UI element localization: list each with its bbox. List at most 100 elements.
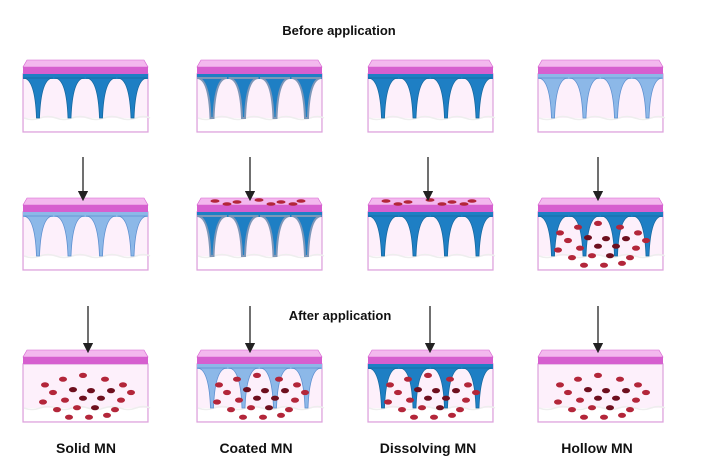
drug-particle [576,245,584,251]
drug-particle [232,200,242,204]
slab-top [196,59,323,68]
drug-particle [222,202,232,206]
microneedle [600,215,632,257]
microneedle [430,367,462,409]
dermis-layer [369,118,492,131]
drug-particle [381,199,391,203]
drug-particle [406,397,414,403]
microneedle [291,215,322,257]
drug-particle [442,395,450,401]
drug-particle [622,388,630,394]
drug-particle [456,407,464,413]
drug-particle [556,382,564,388]
slab-top [367,59,494,68]
title-after-application: After application [288,308,392,323]
slab-top [22,197,149,206]
drug-particle [432,388,440,394]
drug-particle [398,407,406,413]
drug-particle [49,389,57,396]
drug-particle [642,389,650,396]
drug-particle [574,224,582,230]
drug-particle [448,412,456,418]
microneedle [569,215,600,257]
drug-particle [414,387,422,393]
microneedle [537,77,569,119]
drug-particle [254,198,264,202]
drug-particle [437,202,447,206]
drug-particle [612,243,620,249]
drug-particle [425,198,435,202]
dermis-layer [24,256,147,269]
microneedle [399,367,430,409]
panel-2-2 [367,349,496,423]
drug-particle [111,407,119,413]
needle-base [23,212,148,217]
drug-particle [588,405,596,411]
slab-top [367,349,494,358]
microneedle [117,77,148,119]
drug-particle [588,253,596,259]
slab-top [22,349,149,358]
microneedle [117,215,148,257]
microneedle [430,77,462,119]
slab-band [368,67,493,74]
drug-particle [281,388,289,394]
panel-0-0 [22,59,151,133]
drug-particle [210,199,220,203]
drug-particle [403,200,413,204]
drug-particle [39,399,47,405]
microneedle [259,215,291,257]
drug-particle [556,230,564,236]
drug-particle [97,395,105,401]
drug-particle [103,412,111,418]
needle-base [538,74,663,79]
needle-base [197,74,322,79]
drug-particle [554,247,562,253]
microneedle [228,77,259,119]
drug-particle [467,199,477,203]
microneedle [462,367,493,409]
drug-particle [580,414,588,420]
drug-particle [59,376,67,382]
drug-particle [626,407,634,413]
drug-particle [394,389,402,396]
slab-band [368,205,493,212]
drug-particle [622,236,630,242]
panel-0-2 [22,349,151,423]
needle-base [197,364,322,369]
slab-top [537,59,664,68]
drug-particle [616,224,624,230]
panel-0-1 [22,197,151,271]
microneedle [569,77,600,119]
drug-particle [462,397,470,403]
drug-particle [580,262,588,268]
drug-particle [584,387,592,393]
slab-top [196,349,323,358]
drug-particle [243,387,251,393]
drug-particle [386,382,394,388]
drug-particle [73,405,81,411]
drug-particle [447,200,457,204]
drug-particle [418,405,426,411]
microneedle [85,77,117,119]
skin-wave [197,253,325,259]
drug-particle [119,382,127,388]
drug-particle [65,414,73,420]
title-before-application: Before application [282,23,396,38]
drug-particle [600,414,608,420]
drug-particle [247,405,255,411]
drug-particle [632,245,640,251]
skin-wave [368,115,496,121]
dermis-layer [198,256,321,269]
drug-particle [626,255,634,261]
slab-band [23,67,148,74]
drug-particle [594,243,602,249]
drug-particle [79,372,87,378]
dermis-layer [198,118,321,131]
slab-band [538,357,663,364]
drug-particle [606,405,614,411]
microneedle [196,367,228,409]
drug-particle [213,399,221,405]
